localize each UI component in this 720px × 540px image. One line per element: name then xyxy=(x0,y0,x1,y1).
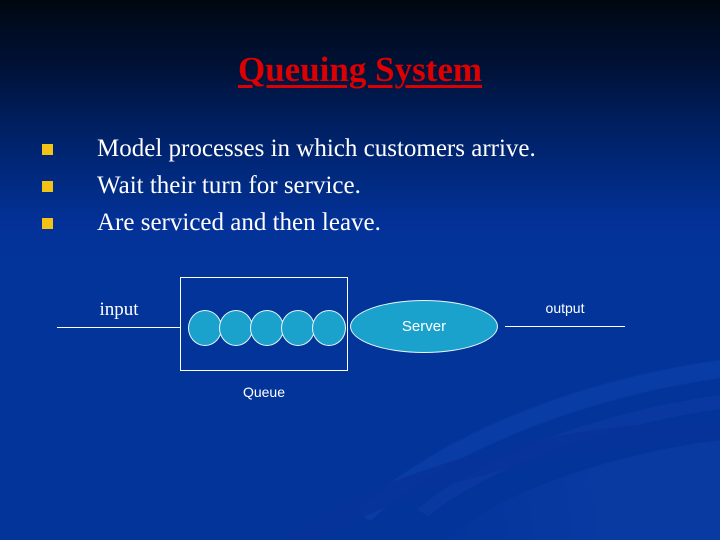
customer-circle-icon xyxy=(281,310,315,346)
bullet-text: Are serviced and then leave. xyxy=(97,209,381,236)
output-arrow-line xyxy=(505,326,625,327)
server-ellipse: Server xyxy=(350,300,498,353)
list-item: Wait their turn for service. xyxy=(38,169,678,206)
customer-circle-icon xyxy=(312,310,346,346)
bullet-text: Wait their turn for service. xyxy=(97,172,361,199)
server-label: Server xyxy=(401,318,447,335)
output-label: output xyxy=(545,300,585,316)
queue-customer-circles xyxy=(188,310,346,346)
list-item: Model processes in which customers arriv… xyxy=(38,132,678,169)
queue-label: Queue xyxy=(242,384,286,400)
queue-rectangle xyxy=(180,277,348,371)
customer-circle-icon xyxy=(188,310,222,346)
square-bullet-icon xyxy=(42,218,53,229)
customer-circle-icon xyxy=(219,310,253,346)
bullet-list: Model processes in which customers arriv… xyxy=(38,132,678,243)
square-bullet-icon xyxy=(42,181,53,192)
input-arrow-line xyxy=(57,327,181,328)
input-label: input xyxy=(99,299,139,320)
list-item: Are serviced and then leave. xyxy=(38,206,678,243)
square-bullet-icon xyxy=(42,144,53,155)
slide-title: Queuing System xyxy=(237,50,483,89)
bullet-text: Model processes in which customers arriv… xyxy=(97,135,536,162)
customer-circle-icon xyxy=(250,310,284,346)
